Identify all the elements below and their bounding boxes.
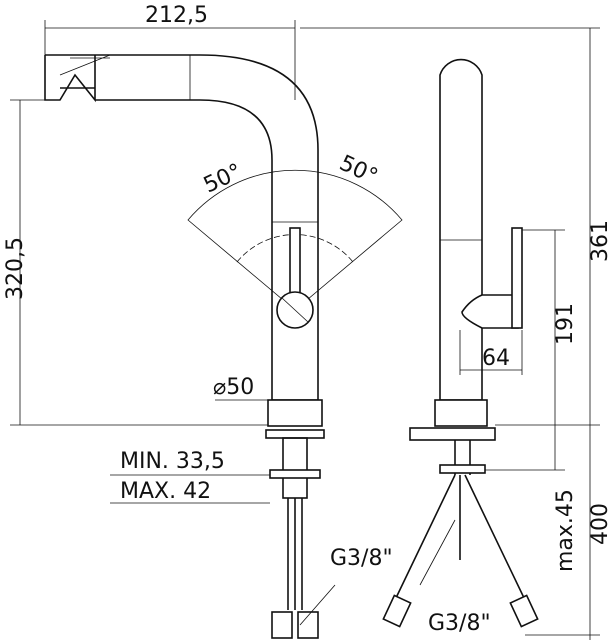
side-lever — [461, 294, 519, 329]
dim-connection-bottom: G3/8" — [428, 611, 491, 636]
dim-height-to-spout: 320,5 — [3, 237, 28, 300]
swivel-arc — [187, 169, 403, 311]
dim-lever-reach: 64 — [482, 346, 510, 371]
dim-total-height: 361 — [588, 220, 609, 262]
dim-max-thickness: max.45 — [553, 489, 578, 572]
lever — [289, 227, 301, 301]
dim-connection-left: G3/8" — [330, 546, 393, 571]
nozzle — [44, 55, 96, 103]
dim-spout-reach: 212,5 — [145, 3, 208, 28]
dim-lever-height: 191 — [553, 303, 578, 345]
dim-hose-length: 400 — [588, 503, 609, 545]
front-view — [10, 20, 403, 639]
body — [439, 58, 483, 401]
dim-min-counter: MIN. 33,5 — [120, 449, 225, 474]
spout — [45, 54, 319, 401]
dim-body-diameter: ⌀50 — [213, 375, 254, 400]
dim-swivel-right: 50° — [335, 151, 381, 190]
dim-swivel-left: 50° — [200, 159, 246, 198]
dim-max-counter: MAX. 42 — [120, 479, 211, 504]
side-view — [300, 27, 600, 640]
